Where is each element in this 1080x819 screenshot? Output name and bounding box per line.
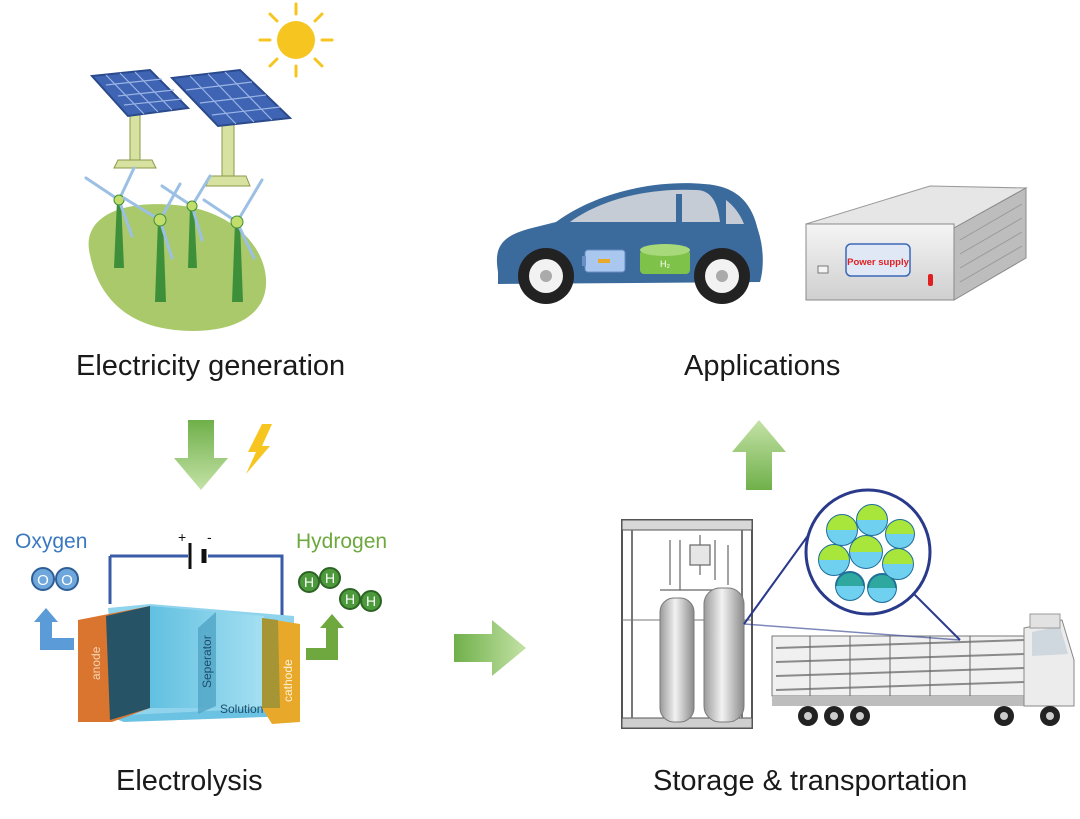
anode-label: anode	[89, 646, 103, 680]
oxygen-label: Oxygen	[15, 530, 88, 553]
solar-panel-icon	[89, 68, 191, 169]
electrolysis-cell: + - anode Seperator Solution cathode	[78, 529, 300, 724]
truck-icon	[771, 613, 1075, 726]
arrow-up-icon	[732, 420, 786, 490]
o-atom-label: O	[37, 572, 49, 589]
power-supply-icon: Power supply	[805, 185, 1028, 301]
caption-storage-transportation: Storage & transportation	[653, 765, 968, 797]
plus-sign: +	[178, 529, 186, 545]
oxygen-release-arrow-icon	[34, 608, 74, 650]
storage-tank-icon	[621, 519, 753, 729]
hydrogen-label: Hydrogen	[296, 530, 388, 553]
wind-turbine-icon	[122, 182, 182, 302]
solution-label: Solution	[220, 702, 263, 716]
wind-turbine-icon	[160, 174, 212, 268]
h-atom-label: H	[304, 574, 314, 590]
arrow-right-icon	[454, 620, 526, 676]
h-atom-label: H	[325, 570, 335, 586]
wind-turbine-icon	[202, 178, 264, 302]
h-atom-label: H	[366, 593, 376, 609]
oxygen-molecule-icon: O O	[31, 567, 79, 591]
tank-label: H₂	[660, 259, 670, 269]
sun-icon	[258, 2, 334, 78]
wind-turbine-icon	[84, 166, 136, 268]
arrow-down-icon	[174, 420, 228, 490]
o-atom-label: O	[61, 572, 73, 589]
separator-label: Seperator	[200, 635, 214, 688]
nanoparticle-cluster-icon	[804, 488, 932, 616]
caption-electrolysis: Electrolysis	[116, 765, 263, 797]
lightning-icon	[246, 424, 272, 474]
caption-applications: Applications	[684, 350, 841, 382]
hydrogen-molecule-icon: H H	[298, 567, 341, 593]
hydrogen-release-arrow-icon	[306, 614, 344, 660]
hydrogen-tank-icon: H₂	[640, 244, 690, 274]
car-icon	[496, 183, 763, 304]
hydrogen-molecule-icon: H H	[339, 588, 382, 612]
minus-sign: -	[207, 529, 212, 545]
caption-electricity-generation: Electricity generation	[76, 350, 346, 382]
power-supply-label: Power supply	[847, 257, 909, 268]
zoom-callout	[743, 529, 961, 641]
cathode-label: cathode	[281, 659, 295, 702]
separator	[198, 612, 216, 714]
battery-icon	[582, 249, 626, 273]
h-atom-label: H	[345, 591, 355, 607]
battery-symbol-icon: + -	[178, 529, 212, 569]
solar-panel-icon	[169, 68, 293, 187]
